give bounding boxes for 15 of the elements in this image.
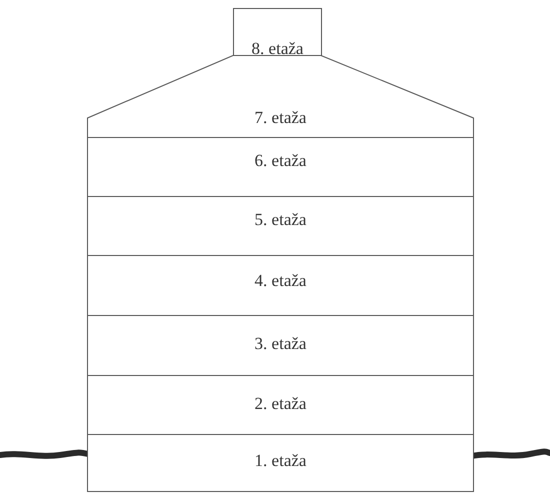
floor-label: 5. etaža <box>254 210 306 230</box>
floor-box <box>87 255 474 316</box>
floor-label: 3. etaža <box>254 334 306 354</box>
floor-label: 8. etaža <box>252 39 304 59</box>
floor-box <box>87 434 474 492</box>
floor-label: 6. etaža <box>254 151 306 171</box>
floor-label: 4. etaža <box>254 271 306 291</box>
floor-label: 2. etaža <box>254 394 306 414</box>
floor-box <box>87 315 474 376</box>
floor-box <box>87 196 474 256</box>
floor-box <box>233 8 322 58</box>
floor-box <box>87 137 474 197</box>
floor-label: 7. etaža <box>254 108 306 128</box>
floor-label: 1. etaža <box>254 451 306 471</box>
floor-box <box>87 375 474 435</box>
